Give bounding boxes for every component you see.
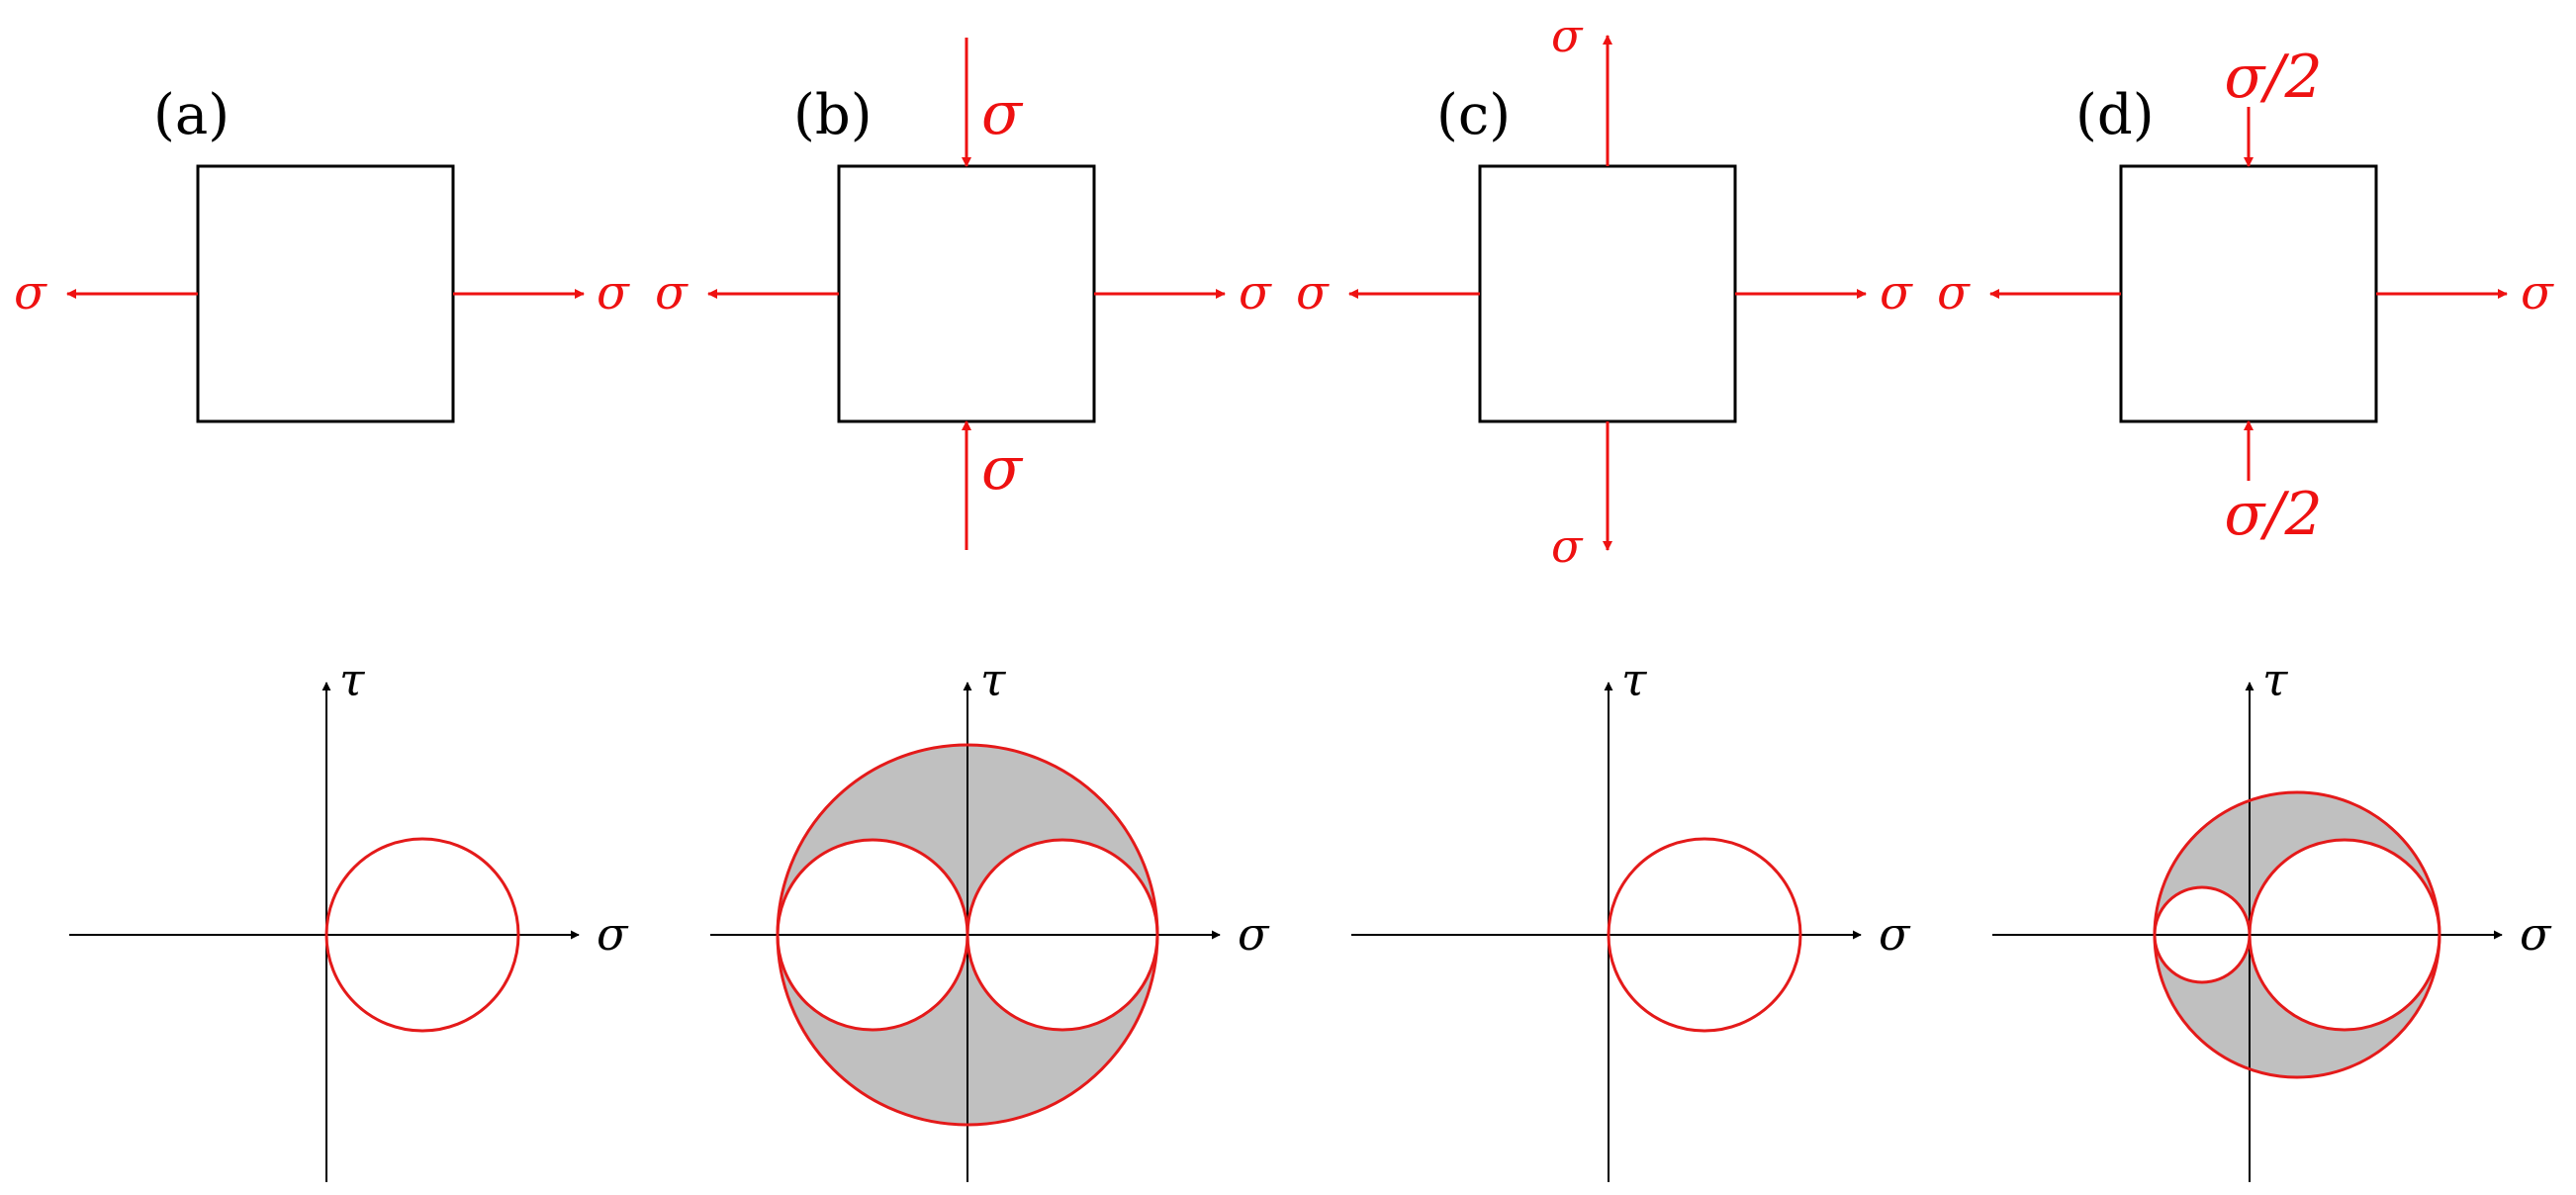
panel-d-shaded-region bbox=[2155, 792, 2439, 1077]
panel-c-bottom-load: σ bbox=[1551, 519, 1584, 573]
panel-d: (d) σ σ σ/2 σ/2 σ τ bbox=[1937, 43, 2554, 1182]
panel-b-sigma-axis-label: σ bbox=[1238, 907, 1270, 961]
panel-b-label: (b) bbox=[793, 83, 873, 147]
panel-c-sigma-axis-label: σ bbox=[1879, 907, 1911, 961]
panel-c-element bbox=[1478, 164, 1737, 423]
panel-a-element bbox=[196, 164, 455, 423]
panel-b-left-load: σ bbox=[655, 265, 689, 321]
panel-b: (b) σ σ σ σ σ τ bbox=[655, 38, 1272, 1182]
panel-b-top-load: σ bbox=[981, 79, 1024, 148]
panel-c-left-load: σ bbox=[1296, 265, 1330, 321]
panel-a-sigma-axis-label: σ bbox=[597, 907, 629, 961]
panel-d-bottom-load: σ/2 bbox=[2224, 480, 2322, 549]
panel-b-bottom-load: σ bbox=[981, 434, 1024, 504]
panel-c-top-load: σ bbox=[1551, 9, 1584, 62]
panel-d-tau-axis-label: τ bbox=[2262, 653, 2289, 706]
panel-a: (a) σ σ σ τ bbox=[14, 83, 630, 1182]
panel-d-mohr-circle-right bbox=[2248, 838, 2441, 1032]
panel-b-tau-axis-label: τ bbox=[980, 653, 1007, 706]
panel-d-label: (d) bbox=[2075, 83, 2155, 147]
panel-d-top-load: σ/2 bbox=[2224, 43, 2322, 112]
panel-d-element bbox=[2119, 164, 2378, 423]
panel-a-label: (a) bbox=[153, 83, 230, 147]
panel-c-tau-axis-label: τ bbox=[1621, 653, 1648, 706]
panel-a-left-load: σ bbox=[14, 265, 47, 321]
panel-c: (c) σ σ σ σ σ τ bbox=[1296, 9, 1913, 1182]
panel-c-mohr-circle bbox=[1607, 837, 1802, 1033]
panel-a-mohr-circle bbox=[324, 837, 520, 1033]
panel-a-tau-axis-label: τ bbox=[339, 653, 366, 706]
panel-c-right-load: σ bbox=[1880, 265, 1913, 321]
panel-d-right-load: σ bbox=[2521, 265, 2554, 321]
panel-a-right-load: σ bbox=[597, 265, 630, 321]
panel-b-element bbox=[837, 164, 1096, 423]
panel-b-right-load: σ bbox=[1239, 265, 1272, 321]
panel-b-mohr-circle-right bbox=[966, 838, 1159, 1032]
panel-d-sigma-axis-label: σ bbox=[2520, 907, 2552, 961]
panel-d-left-load: σ bbox=[1937, 265, 1971, 321]
panel-c-label: (c) bbox=[1436, 83, 1511, 147]
